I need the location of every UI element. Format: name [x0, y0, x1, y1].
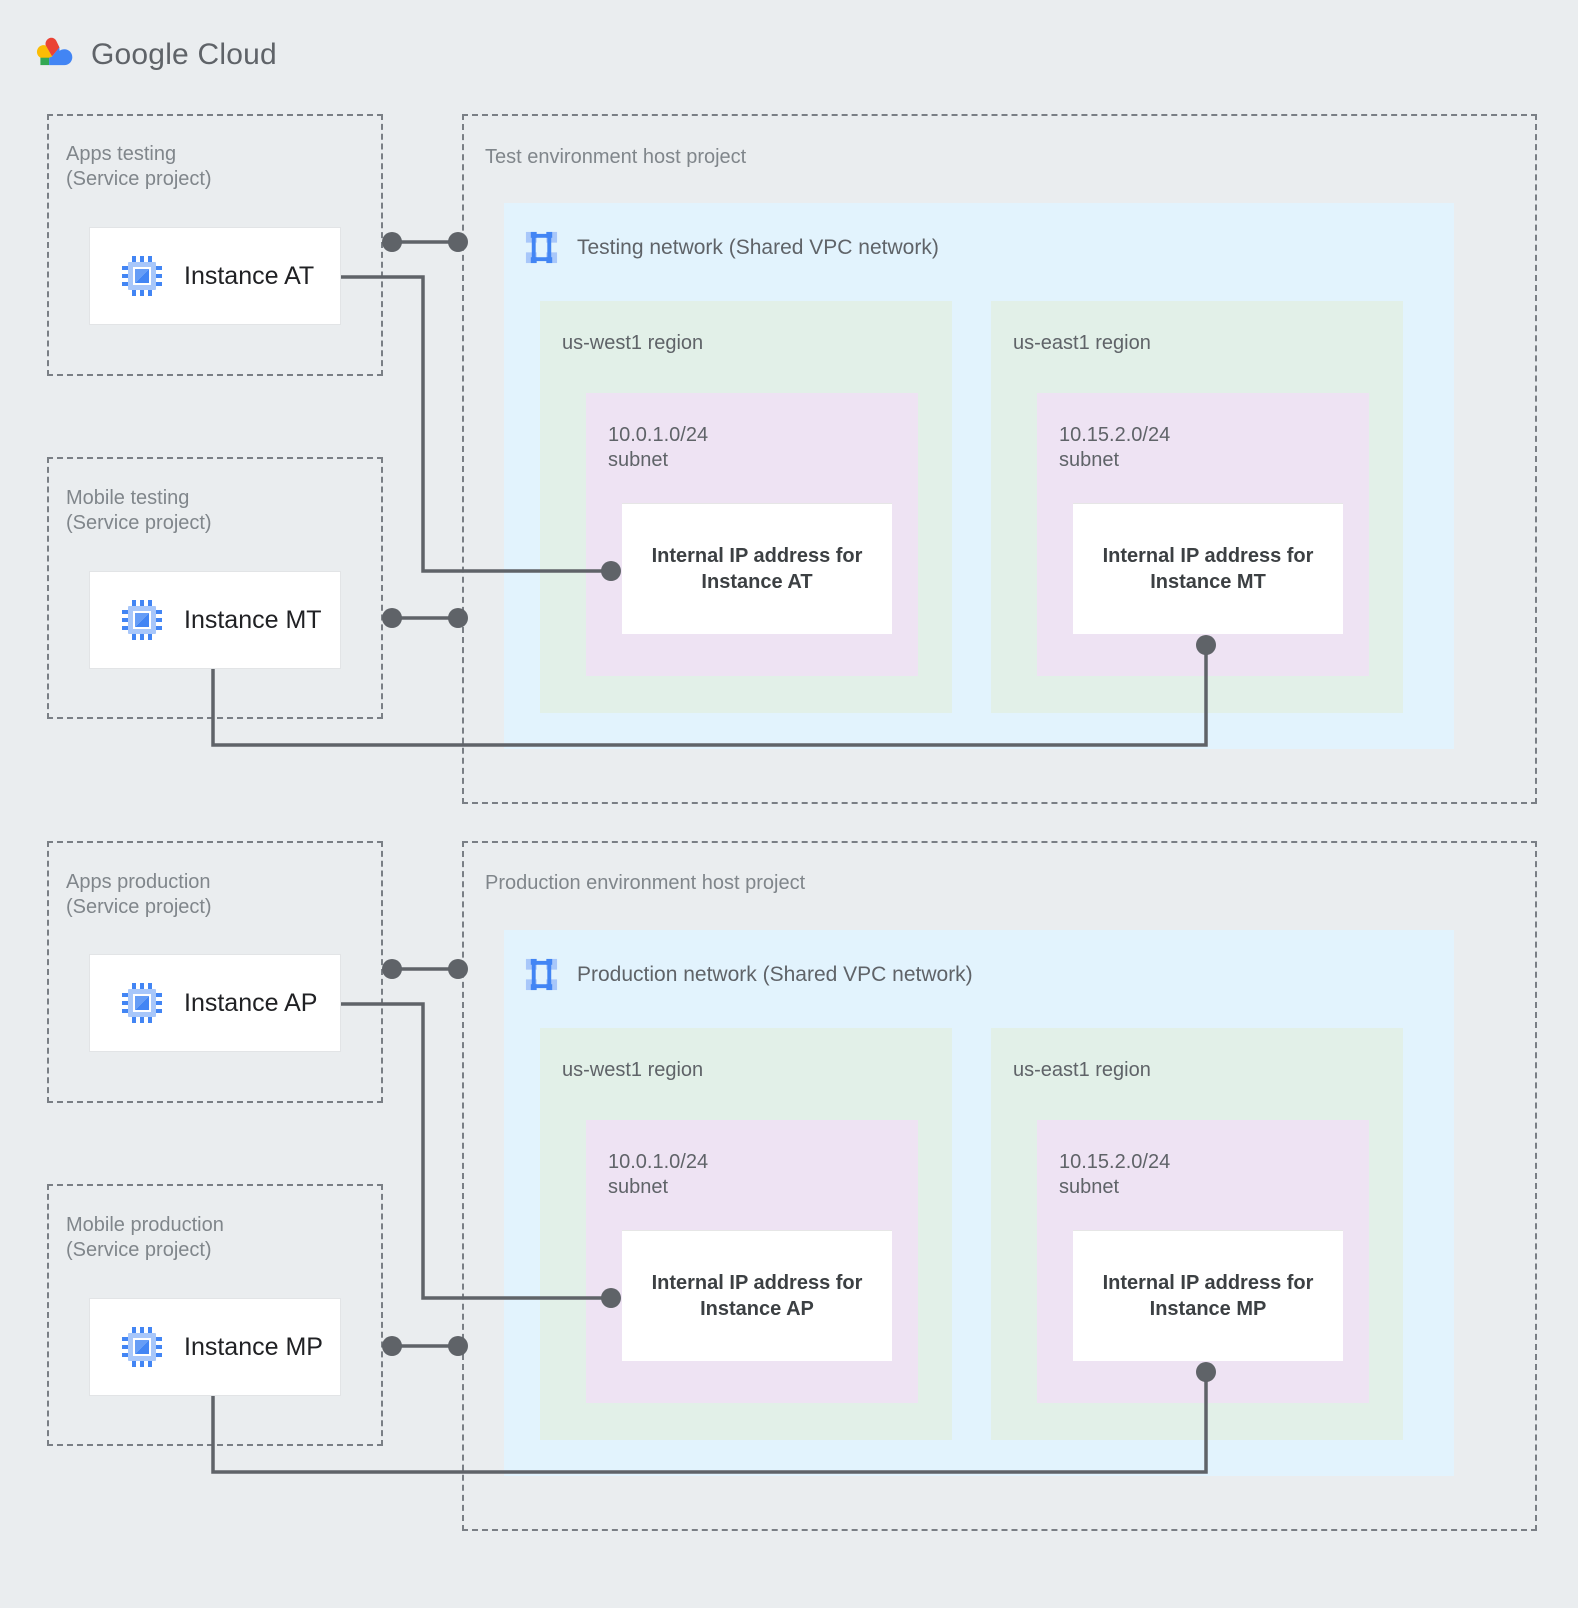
ip-box-instance-ap-label: Internal IP address for Instance AP	[651, 1272, 863, 1320]
logo-wordmark-google: Google	[91, 38, 189, 71]
ip-box-instance-at-label: Internal IP address for Instance AT	[651, 545, 863, 593]
region-test-us-west1-label: us-west1 region	[562, 332, 704, 354]
region-prod-us-west1: us-west1 region 10.0.1.0/24 subnet Inter…	[540, 1028, 952, 1440]
ip-box-instance-at: Internal IP address for Instance AT	[622, 503, 892, 634]
google-cloud-logo: Google Cloud	[33, 36, 277, 74]
subnet-prod-us-west1-label: 10.0.1.0/24 subnet	[608, 1151, 709, 1198]
subnet-test-us-east1: 10.15.2.0/24 subnet Internal IP address …	[1037, 393, 1369, 676]
ip-box-instance-ap: Internal IP address for Instance AP	[622, 1230, 892, 1361]
ip-box-instance-mp-label: Internal IP address for Instance MP	[1102, 1272, 1314, 1320]
instance-name-mp: Instance MP	[184, 1332, 323, 1361]
logo-wordmark: Google Cloud	[91, 38, 277, 72]
subnet-prod-us-west1: 10.0.1.0/24 subnet Internal IP address f…	[586, 1120, 918, 1403]
instance-card-at[interactable]: Instance AT	[89, 227, 341, 325]
region-prod-us-east1-label: us-east1 region	[1013, 1059, 1151, 1081]
subnet-test-us-east1-label: 10.15.2.0/24 subnet	[1059, 424, 1171, 471]
region-prod-us-east1: us-east1 region 10.15.2.0/24 subnet Inte…	[991, 1028, 1403, 1440]
host-project-test-environment-label: Test environment host project	[485, 146, 747, 168]
region-prod-us-west1-label: us-west1 region	[562, 1059, 704, 1081]
instance-card-mp[interactable]: Instance MP	[89, 1298, 341, 1396]
ip-box-instance-mt: Internal IP address for Instance MT	[1073, 503, 1343, 634]
subnet-prod-us-east1-label: 10.15.2.0/24 subnet	[1059, 1151, 1171, 1198]
instance-card-mt[interactable]: Instance MT	[89, 571, 341, 669]
connector-dot-ap-left	[382, 959, 402, 979]
service-project-apps-testing-label: Apps testing (Service project)	[66, 143, 212, 190]
host-project-production-environment-label: Production environment host project	[485, 872, 806, 894]
vpc-network-testing-title: Testing network (Shared VPC network)	[577, 235, 939, 259]
service-project-mobile-testing-label: Mobile testing (Service project)	[66, 487, 212, 534]
vpc-network-testing-header: Testing network (Shared VPC network)	[524, 230, 939, 265]
connector-dot-at-left	[382, 232, 402, 252]
connector-dot-mp-left	[382, 1336, 402, 1356]
region-test-us-east1-label: us-east1 region	[1013, 332, 1151, 354]
service-project-apps-production-label: Apps production (Service project)	[66, 871, 212, 918]
subnet-prod-us-east1: 10.15.2.0/24 subnet Internal IP address …	[1037, 1120, 1369, 1403]
subnet-test-us-west1-label: 10.0.1.0/24 subnet	[608, 424, 709, 471]
vpc-network-production-header: Production network (Shared VPC network)	[524, 957, 973, 992]
ip-box-instance-mp: Internal IP address for Instance MP	[1073, 1230, 1343, 1361]
compute-instance-icon	[122, 1327, 162, 1367]
vpc-network-icon	[525, 958, 558, 991]
vpc-network-production: Production network (Shared VPC network) …	[504, 930, 1454, 1476]
region-test-us-east1: us-east1 region 10.15.2.0/24 subnet Inte…	[991, 301, 1403, 713]
vpc-network-icon	[525, 231, 558, 264]
compute-instance-icon	[122, 600, 162, 640]
vpc-network-production-title: Production network (Shared VPC network)	[577, 962, 973, 986]
vpc-network-testing: Testing network (Shared VPC network) us-…	[504, 203, 1454, 749]
connector-dot-mt-left	[382, 608, 402, 628]
subnet-test-us-west1: 10.0.1.0/24 subnet Internal IP address f…	[586, 393, 918, 676]
instance-name-mt: Instance MT	[184, 605, 322, 634]
ip-box-instance-mt-label: Internal IP address for Instance MT	[1102, 545, 1314, 593]
instance-name-ap: Instance AP	[184, 988, 318, 1017]
logo-wordmark-cloud: Cloud	[188, 38, 277, 71]
instance-name-at: Instance AT	[184, 261, 315, 290]
service-project-mobile-production-label: Mobile production (Service project)	[66, 1214, 224, 1261]
google-cloud-logo-icon	[36, 37, 73, 66]
compute-instance-icon	[122, 256, 162, 296]
region-test-us-west1: us-west1 region 10.0.1.0/24 subnet Inter…	[540, 301, 952, 713]
compute-instance-icon	[122, 983, 162, 1023]
instance-card-ap[interactable]: Instance AP	[89, 954, 341, 1052]
